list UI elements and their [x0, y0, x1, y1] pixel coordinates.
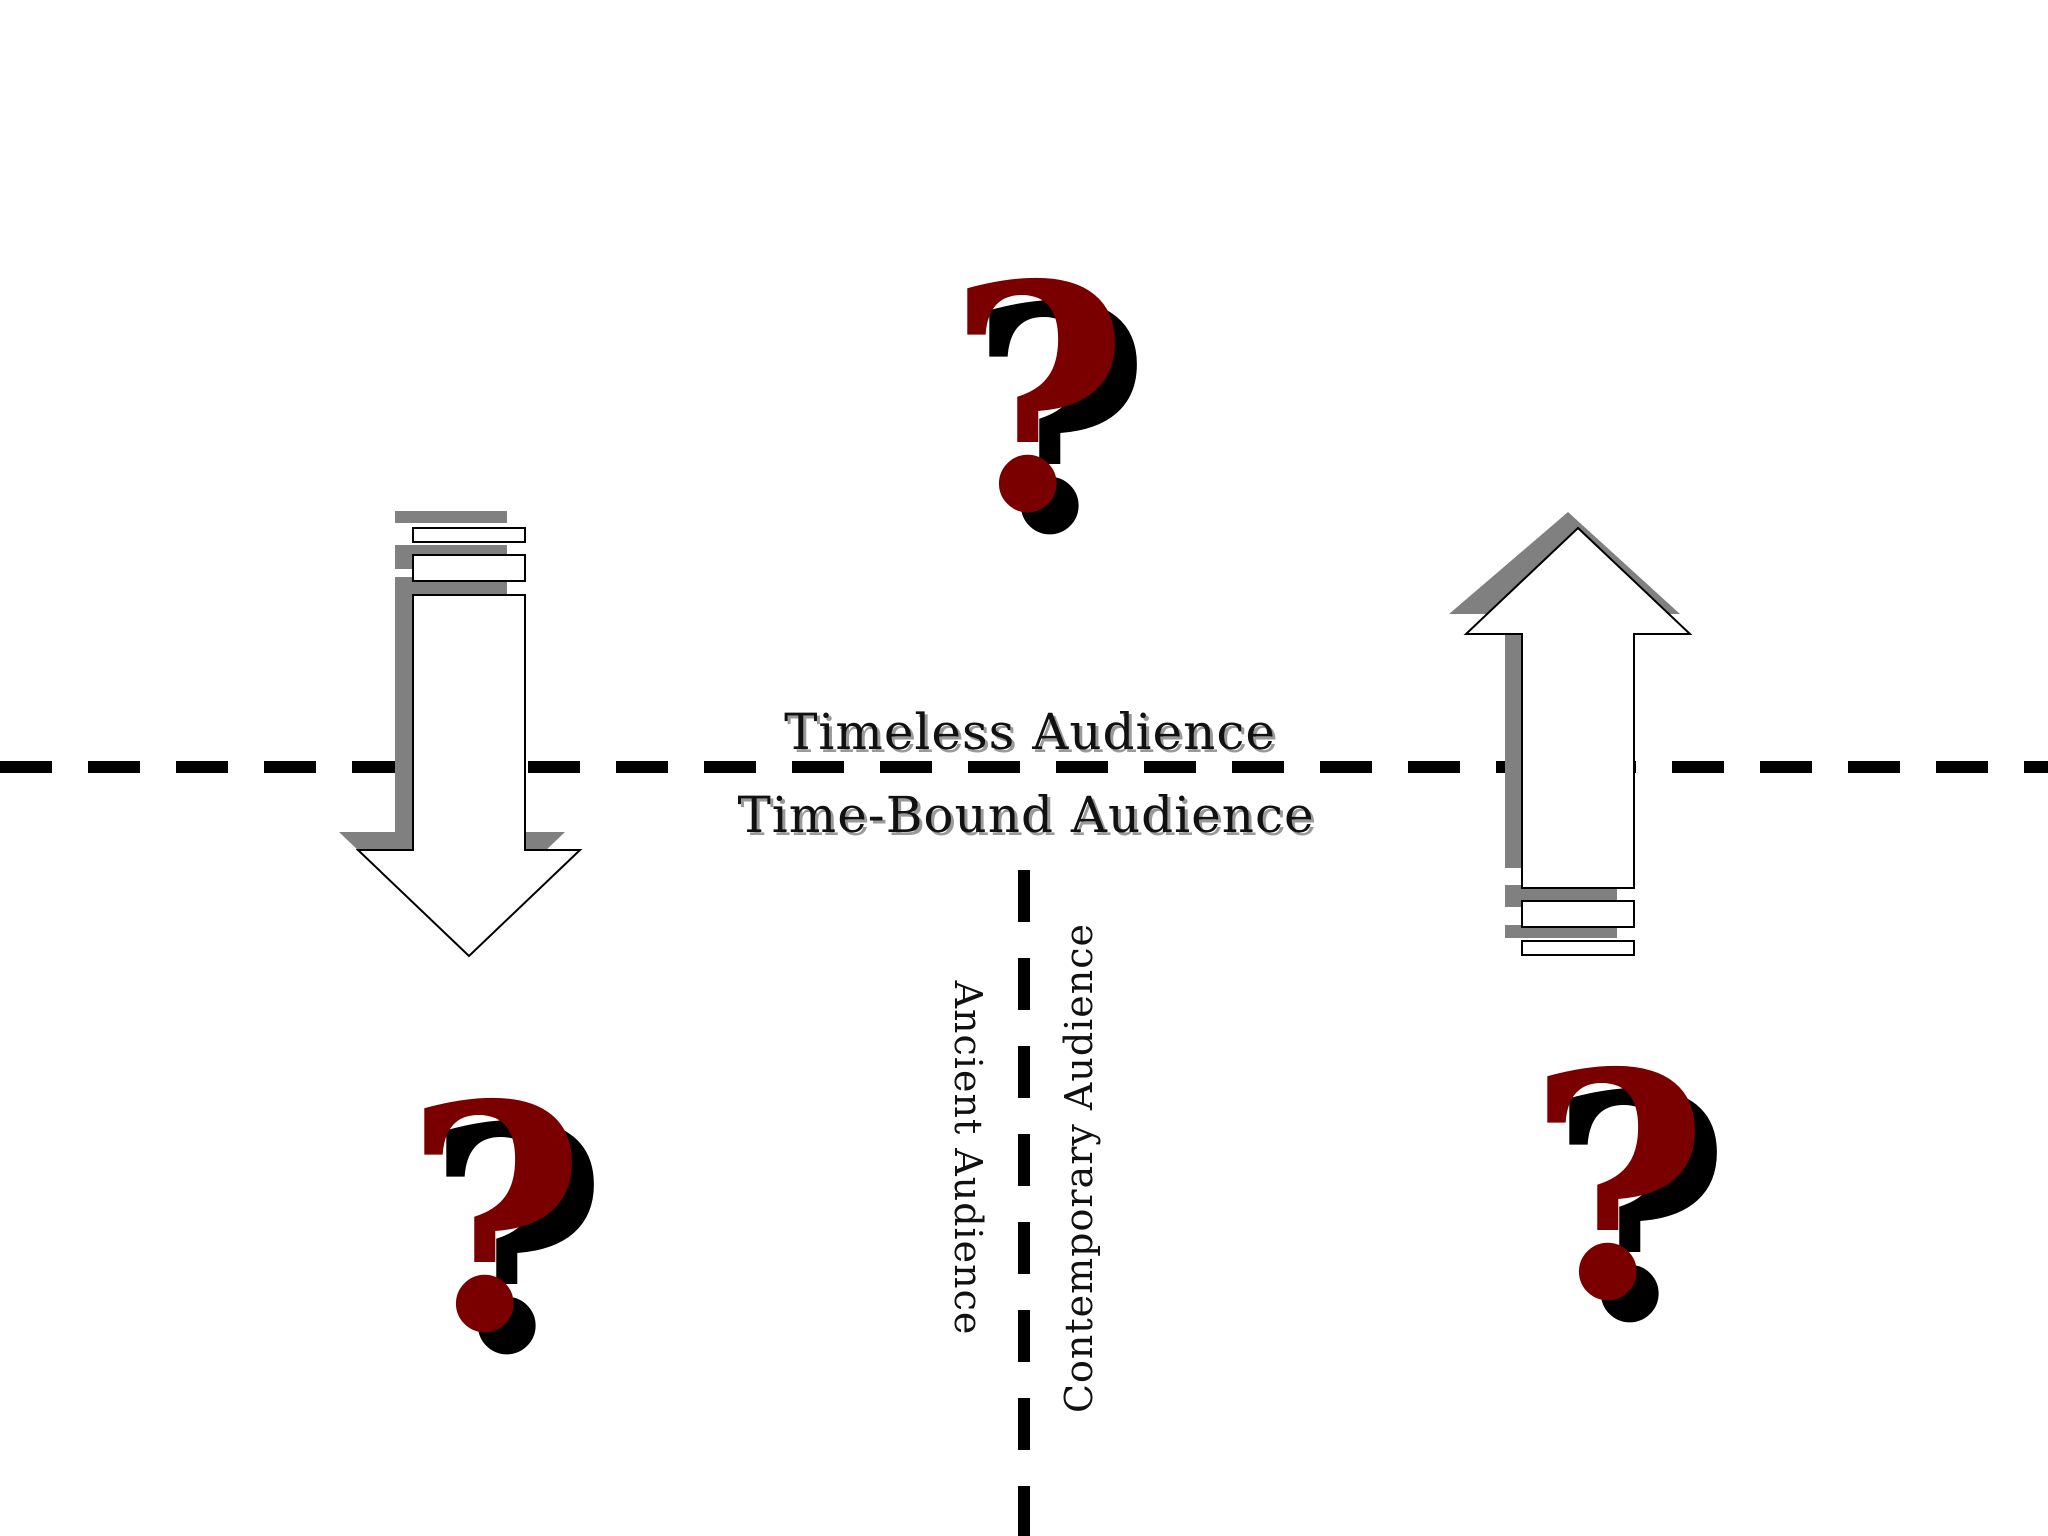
up-arrow-icon [1449, 512, 1693, 956]
down-arrow-icon [339, 511, 583, 958]
ancient-audience-text: Ancient Audience [946, 980, 990, 1336]
question-mark-icon-top: ? ? [947, 218, 1151, 604]
question-mark-glyph: ? [947, 218, 1129, 582]
question-mark-shadow: ? [426, 1060, 608, 1424]
question-mark-glyph: ? [404, 1038, 586, 1402]
ancient-audience-label: Ancient Audience [946, 980, 990, 1336]
timeless-audience-label: Timeless Audience Timeless Audience [784, 703, 1279, 764]
question-mark-shadow: ? [969, 240, 1151, 604]
question-mark-shadow: ? [1549, 1028, 1731, 1392]
question-mark-glyph: ? [1527, 1006, 1709, 1370]
question-mark-icon-left: ? ? [404, 1038, 608, 1424]
timeless-audience-text: Timeless Audience [784, 703, 1276, 761]
timeless-audience-shadow: Timeless Audience [787, 706, 1279, 764]
contemporary-audience-label: Contemporary Audience [1057, 923, 1101, 1413]
contemporary-audience-text: Contemporary Audience [1057, 923, 1101, 1413]
time-bound-audience-label: Time-Bound Audience Time-Bound Audience [737, 786, 1317, 847]
time-bound-audience-text: Time-Bound Audience [737, 786, 1314, 844]
time-bound-audience-shadow: Time-Bound Audience [740, 789, 1317, 847]
question-mark-icon-right: ? ? [1527, 1006, 1731, 1392]
